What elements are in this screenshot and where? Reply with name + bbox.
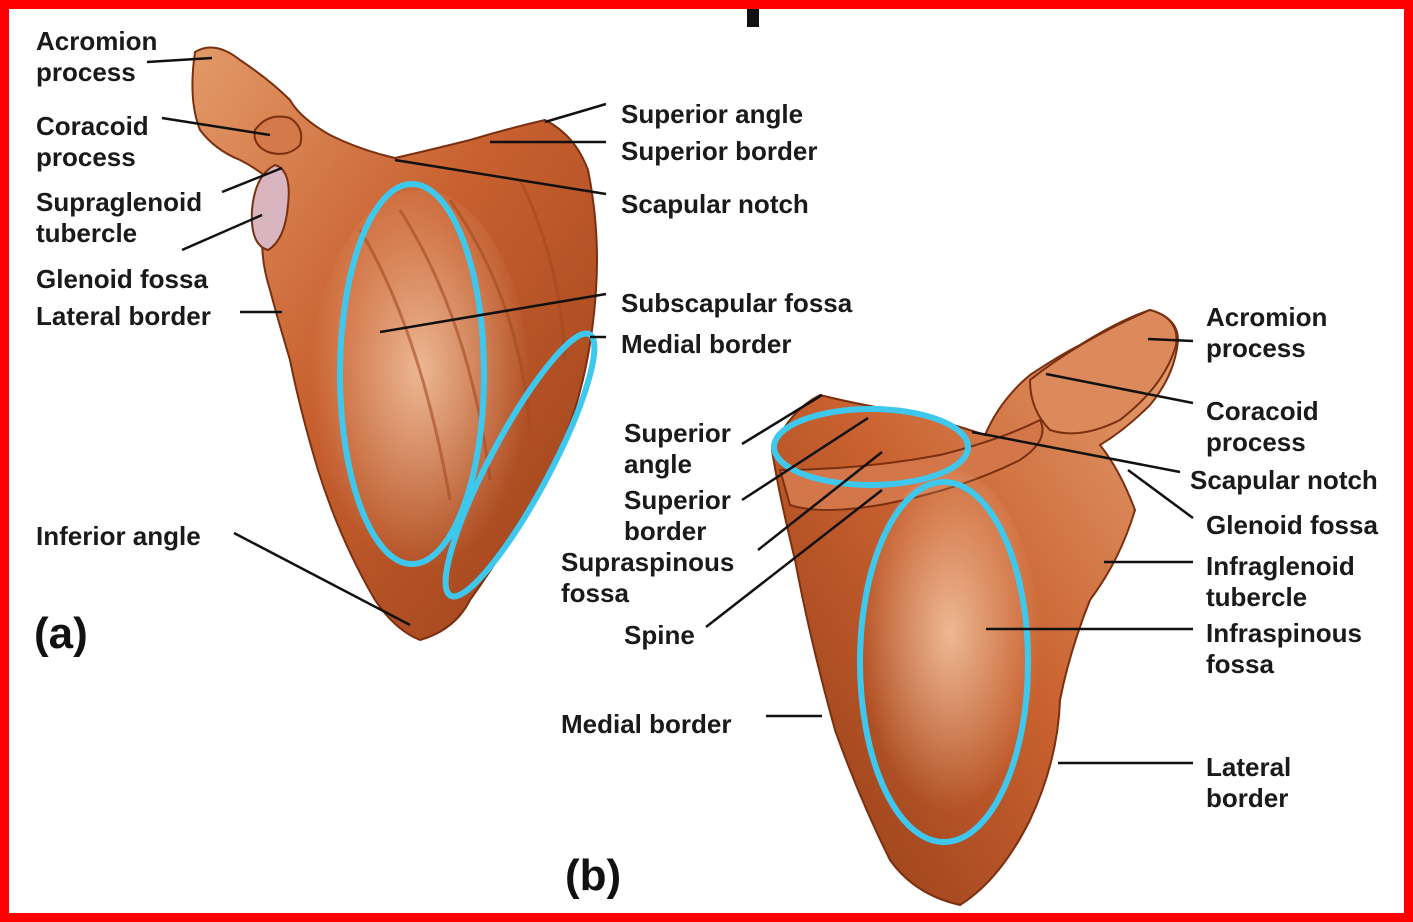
label-b-supraspinous-fossa: Supraspinous fossa <box>561 547 734 609</box>
label-a-acromion-process: Acromion process <box>36 26 157 88</box>
label-a-coracoid-process: Coracoid process <box>36 111 149 173</box>
label-a-scapular-notch: Scapular notch <box>621 189 809 220</box>
label-b-medial-border: Medial border <box>561 709 731 740</box>
label-a-lateral-border: Lateral border <box>36 301 211 332</box>
label-b-spine: Spine <box>624 620 695 651</box>
label-a-superior-border: Superior border <box>621 136 817 167</box>
scapula-posterior-view <box>772 310 1178 905</box>
label-b-acromion-process: Acromion process <box>1206 302 1327 364</box>
view-tag-a: (a) <box>34 609 88 659</box>
view-tag-b: (b) <box>565 851 621 901</box>
label-a-inferior-angle: Inferior angle <box>36 521 201 552</box>
label-b-superior-border: Superior border <box>624 485 731 547</box>
label-b-coracoid-process: Coracoid process <box>1206 396 1319 458</box>
label-a-subscapular-fossa: Subscapular fossa <box>621 288 852 319</box>
label-a-supraglenoid-tubercle: Supraglenoid tubercle <box>36 187 202 249</box>
label-b-glenoid-fossa: Glenoid fossa <box>1206 510 1378 541</box>
label-b-scapular-notch: Scapular notch <box>1190 465 1378 496</box>
coracoid-a-shape <box>255 117 302 154</box>
scapula-anterior-view <box>192 48 597 641</box>
label-b-superior-angle: Superior angle <box>624 418 731 480</box>
label-a-medial-border: Medial border <box>621 329 791 360</box>
leader-a-superior-angle <box>545 104 606 122</box>
label-b-infraspinous-fossa: Infraspinous fossa <box>1206 618 1362 680</box>
label-a-glenoid-fossa: Glenoid fossa <box>36 264 208 295</box>
leader-b-glenoid <box>1128 470 1193 518</box>
label-b-infraglenoid-tubercle: Infraglenoid tubercle <box>1206 551 1355 613</box>
clipped-title-fragment <box>747 3 759 27</box>
label-a-superior-angle: Superior angle <box>621 99 803 130</box>
acromion-b-shape <box>1030 310 1176 433</box>
label-b-lateral-border: Lateral border <box>1206 752 1291 814</box>
